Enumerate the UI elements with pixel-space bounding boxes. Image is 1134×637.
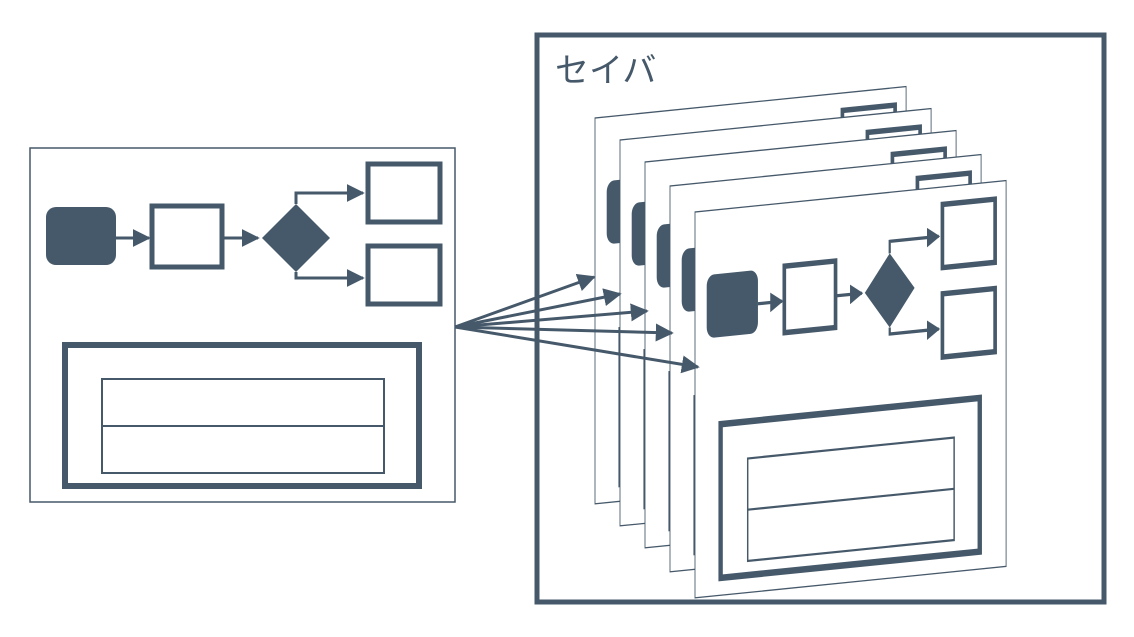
copy-page-5 — [694, 179, 1007, 599]
server-label: セイバ — [555, 51, 656, 91]
arrow-to-copy-1 — [454, 274, 596, 329]
arrow-to-copy-2 — [454, 288, 622, 329]
arrow-to-copy-4 — [454, 323, 674, 342]
arrow-to-copy-5 — [454, 325, 700, 374]
arrow-to-copy-3 — [454, 303, 649, 329]
distribution-arrows — [454, 274, 700, 374]
source-document — [29, 147, 456, 503]
